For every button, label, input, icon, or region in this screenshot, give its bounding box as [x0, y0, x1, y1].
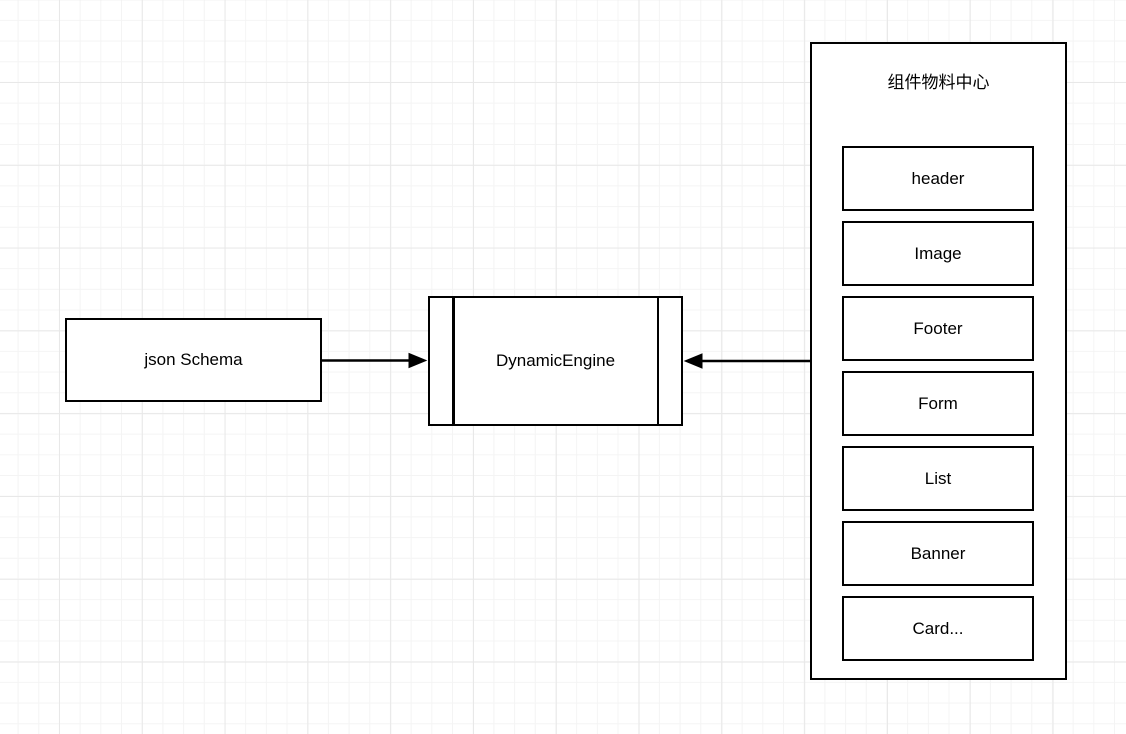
node-dynamic-engine: DynamicEngine	[428, 296, 683, 426]
material-item-label: Form	[918, 393, 958, 413]
material-item-footer: Footer	[842, 296, 1034, 361]
node-dynamic-engine-label: DynamicEngine	[495, 351, 616, 370]
arrow-json-schema-to-engine	[322, 352, 428, 369]
material-item-image: Image	[842, 221, 1034, 286]
material-item-label: Banner	[910, 543, 966, 563]
material-item-label: Card...	[912, 618, 964, 638]
material-item-label: List	[924, 468, 952, 488]
material-item-list: List	[842, 446, 1034, 511]
material-item-form: Form	[842, 371, 1034, 436]
process-bar-right	[656, 298, 659, 424]
arrow-material-center-to-engine	[683, 353, 810, 369]
material-item-banner: Banner	[842, 521, 1034, 586]
material-center-title: 组件物料中心	[887, 73, 990, 92]
material-item-card: Card...	[842, 596, 1034, 661]
node-json-schema: json Schema	[65, 318, 322, 402]
material-item-label: Footer	[913, 318, 963, 338]
material-item-label: header	[911, 168, 965, 188]
node-json-schema-label: json Schema	[144, 350, 243, 369]
material-item-header: header	[842, 146, 1034, 211]
node-material-center: 组件物料中心 header Image Footer Form List Ban…	[810, 42, 1067, 680]
material-item-label: Image	[914, 243, 962, 263]
process-bar-left	[452, 298, 455, 424]
